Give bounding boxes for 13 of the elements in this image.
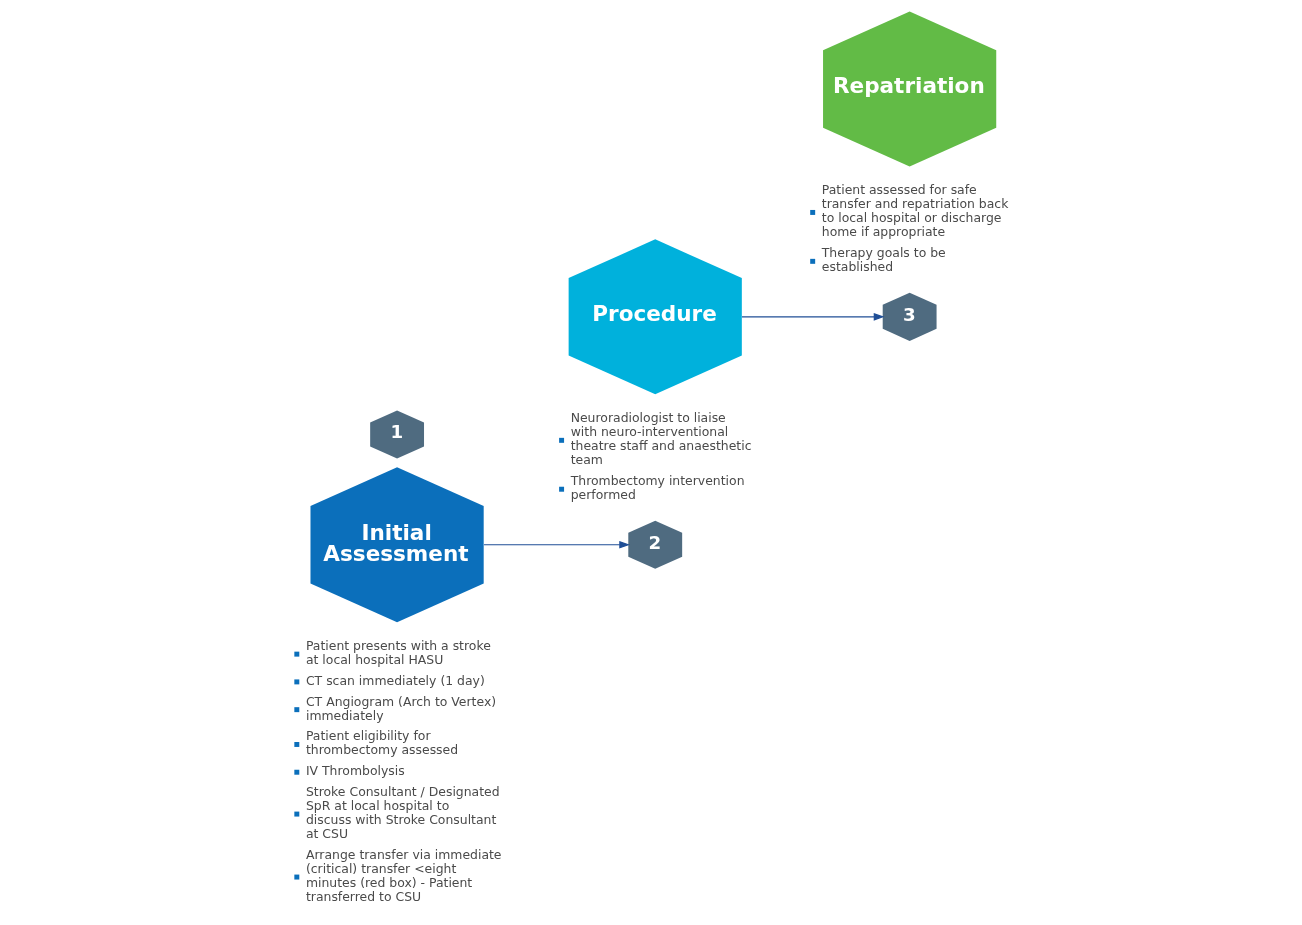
node-label: Neuroradiologist to liaise with neuro-interventional theatre staff and anaesthetic team [570,410,752,468]
node-label: Patient eligibility for thrombectomy assessed [305,728,458,758]
node-label: Thrombectomy intervention performed [570,473,745,503]
node-label: CT scan immediately (1 day) [305,672,485,688]
node-label: Patient assessed for safe transfer and repatriation back to local hospital or discharge home if appropriate [821,182,1008,240]
node-label: IV Thrombolysis [305,763,405,779]
node-label: Stroke Consultant / Designated SpR at local hospital to discuss with Stroke Consultant at CSU [305,783,500,842]
arrow [482,540,630,549]
node-label: Therapy goals to be established [821,245,946,275]
arrow [740,313,884,321]
node-label: Patient presents with a stroke at local hospital HASU [305,637,491,668]
node-label: CT Angiogram (Arch to Vertex) immediately [305,693,496,723]
node-label: Arrange transfer via immediate (critical) transfer <eight minutes (red box) - Patient transferred to CSU [305,846,502,905]
